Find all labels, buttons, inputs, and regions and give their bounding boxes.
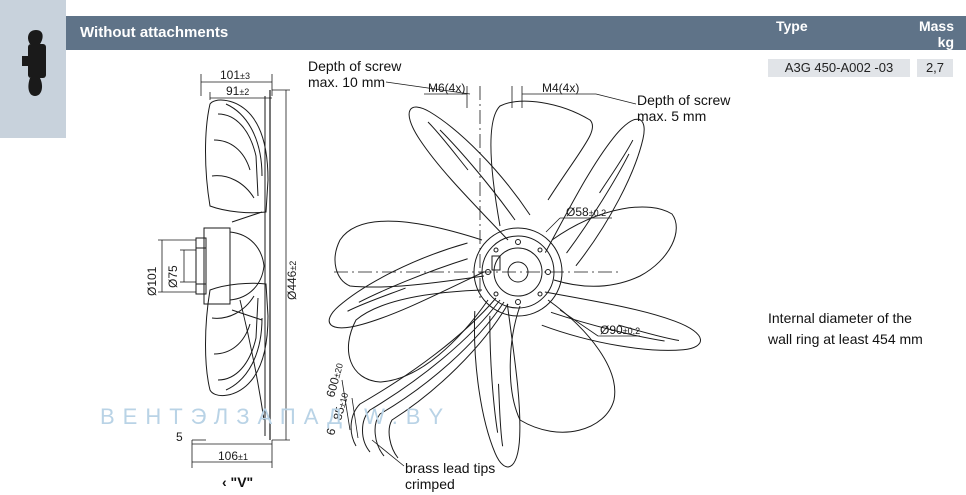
note-brass-line2: crimped [405,476,455,492]
fan-side-view [195,90,271,440]
dim-d101: Ø101 [145,266,159,296]
dim-d446: Ø446±2 [285,261,299,300]
mass-value: 2,7 [917,59,953,77]
side-dimension-lines [158,74,290,468]
dim-600: 600±20 [323,361,346,398]
fan-blade-icon [22,30,46,96]
dim-d90: Ø90±0.2 [600,323,640,337]
note-depth-left-line2: max. 10 mm [308,74,386,90]
dim-d75: Ø75 [166,265,180,288]
note-depth-left: Depth of screw max. 10 mm [308,58,401,90]
fan-front-view [326,86,704,470]
side-strip [0,0,66,138]
note-depth-right-line1: Depth of screw [637,92,731,108]
dim-m6: M6(4x) [428,81,465,95]
note-brass-leads: brass lead tips crimped [405,460,495,492]
note-depth-left-line1: Depth of screw [308,58,402,74]
dim-106: 106±1 [218,449,248,463]
dim-85: 85±10 [330,391,351,422]
dim-101: 101±3 [220,68,250,82]
dim-5: 5 [176,430,183,444]
note-depth-right: Depth of screw max. 5 mm [637,92,730,124]
type-column-header: Type [776,18,808,34]
note-wall-ring: Internal diameter of the wall ring at le… [768,308,923,350]
front-dimension-lines [341,81,640,467]
note-wall-ring-line1: Internal diameter of the [768,310,912,326]
dim-m4: M4(4x) [542,81,579,95]
type-value: A3G 450-A002 -03 [768,59,910,77]
note-depth-right-line2: max. 5 mm [637,108,707,124]
view-v-label: ‹ "V" [222,474,254,490]
note-brass-line1: brass lead tips [405,460,496,476]
dim-6: 6 [323,426,338,436]
mass-column-header: Mass kg [919,18,954,50]
watermark: ВЕНТЭЛЗАПАД W.BY [100,404,452,429]
page-title: Without attachments [80,24,229,41]
header-bar: Without attachments Type Mass kg [66,16,966,50]
mass-unit: kg [937,34,954,50]
dim-91: 91±2 [226,84,249,98]
note-wall-ring-line2: wall ring at least 454 mm [768,331,923,347]
mass-label: Mass [918,18,954,34]
dim-d58: Ø58±0.2 [566,205,606,219]
